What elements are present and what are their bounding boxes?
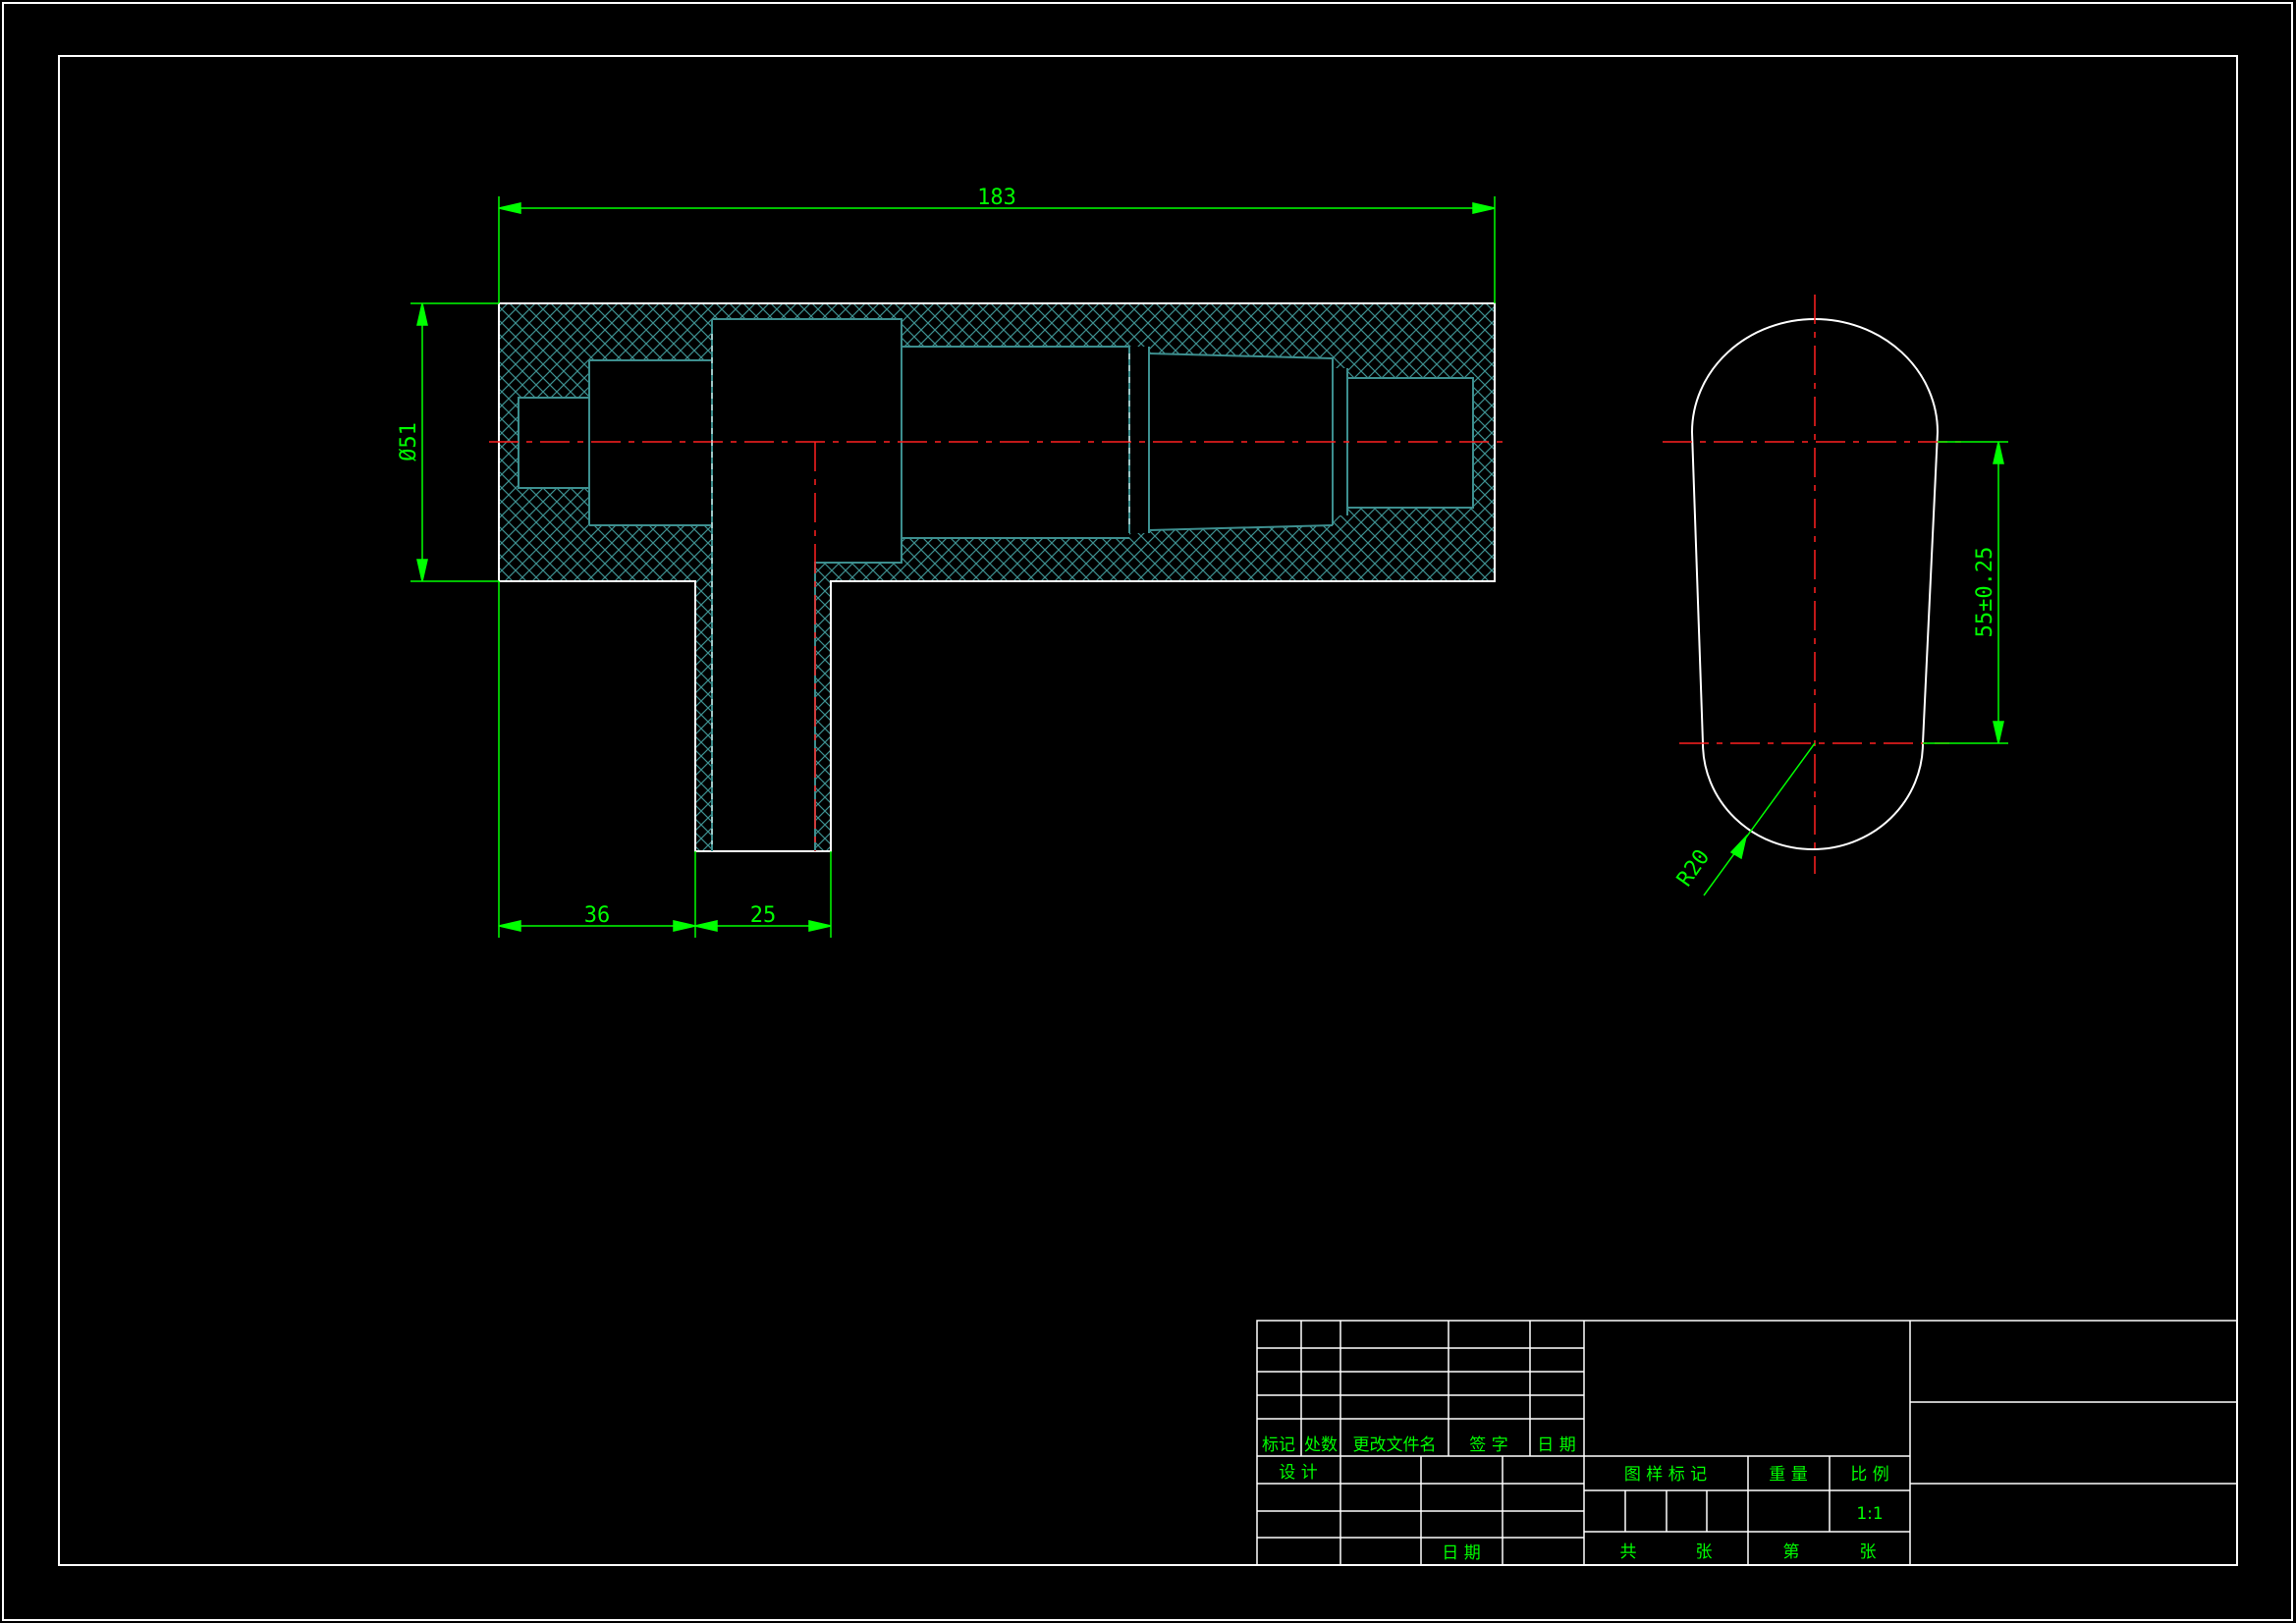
inner-frame [58, 55, 2238, 1566]
tb-date-label: 日 期 [1442, 1543, 1480, 1563]
slot-dimension-lines [1703, 441, 2008, 896]
tb-total: 共 [1620, 1542, 1637, 1562]
title-block [1256, 1320, 2238, 1566]
dim-overall-length: 183 [977, 186, 1016, 210]
section-centerlines [489, 441, 1503, 851]
tb-sheets2: 张 [1860, 1542, 1877, 1562]
section-hatch-body [499, 303, 1495, 851]
tb-date: 日 期 [1537, 1435, 1575, 1455]
section-view [489, 302, 1503, 852]
hidden-lines [711, 334, 1130, 844]
dim-slot-center-distance: 55±0.25 [1973, 547, 1997, 638]
cavity-outlines [518, 318, 1474, 851]
tb-drawing-mark: 图 样 标 记 [1624, 1465, 1707, 1485]
dim-diameter: Ø51 [397, 422, 421, 461]
tb-count: 处数 [1304, 1435, 1338, 1455]
dim-radius: R20 [1672, 845, 1715, 892]
tb-sign: 签 字 [1469, 1435, 1507, 1455]
tb-scale: 比 例 [1850, 1465, 1888, 1485]
tb-sheets: 张 [1696, 1542, 1713, 1562]
slot-outline [1690, 318, 1940, 850]
title-block-texts: 标记 处数 更改文件名 签 字 日 期 设 计 图 样 标 记 重 量 比 例 … [1262, 1435, 1889, 1563]
tb-design: 设 计 [1279, 1463, 1317, 1483]
slot-view: 55±0.25 R20 [1663, 295, 2008, 896]
tb-mark: 标记 [1262, 1435, 1295, 1455]
tb-sheet-no: 第 [1783, 1542, 1800, 1562]
tb-weight: 重 量 [1769, 1465, 1807, 1485]
dimensions-section [410, 196, 1496, 938]
dim-stem-width: 25 [750, 903, 777, 928]
slot-dimension-texts: 55±0.25 R20 [1672, 547, 1997, 892]
slot-centerlines [1663, 295, 1964, 874]
dimension-texts-section: 183 Ø51 36 25 [397, 186, 1016, 928]
tb-change-doc: 更改文件名 [1353, 1435, 1437, 1455]
tb-scale-value: 1:1 [1856, 1504, 1883, 1524]
dim-left-offset: 36 [584, 903, 611, 928]
